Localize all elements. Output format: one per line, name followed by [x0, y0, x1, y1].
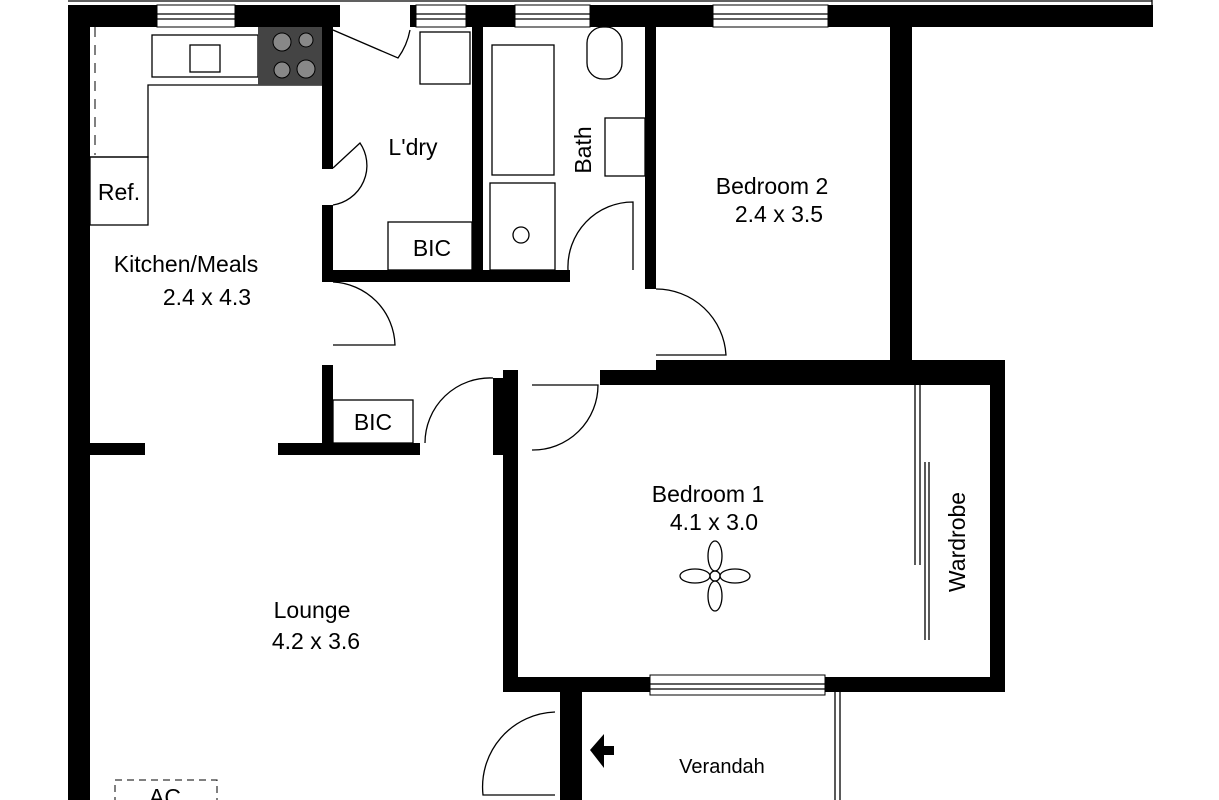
room-size-bedroom2: 2.4 x 3.5 — [735, 201, 823, 227]
ac-label: AC — [149, 784, 181, 800]
ref-label: Ref. — [98, 179, 140, 205]
laundry-tub-icon — [419, 31, 471, 85]
door-swing — [332, 29, 411, 59]
cooktop-icon — [258, 27, 322, 85]
ceiling-fan-icon — [679, 540, 751, 612]
room-name-bedroom1: Bedroom 1 — [652, 481, 765, 507]
room-name-verandah: Verandah — [679, 756, 765, 778]
door-swing — [332, 142, 368, 206]
wardrobe-label: Wardrobe — [944, 492, 970, 592]
door-swing — [481, 711, 556, 796]
room-name-bath: Bath — [570, 126, 596, 173]
door-swing — [424, 377, 494, 444]
door-swing — [655, 288, 727, 356]
ac-unit — [114, 779, 218, 800]
basin-icon — [604, 117, 646, 177]
room-name-bedroom2: Bedroom 2 — [716, 173, 829, 199]
toilet-icon — [586, 26, 623, 80]
room-name-lounge: Lounge — [274, 597, 351, 623]
wardrobe-sliding-doors — [914, 385, 930, 640]
bic-label: BIC — [354, 409, 392, 435]
bic-cupboard — [387, 221, 473, 271]
door-swing — [567, 201, 634, 271]
bic-label: BIC — [413, 235, 451, 261]
room-name-kitchen: Kitchen/Meals — [114, 251, 258, 277]
room-size-lounge: 4.2 x 3.6 — [272, 628, 360, 654]
shower-icon — [489, 182, 556, 271]
room-size-bedroom1: 4.1 x 3.0 — [670, 509, 758, 535]
walls — [68, 5, 1153, 800]
kitchen-bench — [89, 27, 322, 226]
sink-icon — [151, 34, 259, 78]
door-swing — [332, 281, 396, 346]
room-name-laundry: L'dry — [388, 134, 438, 160]
room-size-kitchen: 2.4 x 4.3 — [163, 284, 251, 310]
windows — [156, 4, 829, 696]
bathtub-icon — [491, 44, 555, 176]
door-swing — [531, 384, 599, 451]
entry-arrow-icon — [590, 734, 614, 768]
bic-cupboard — [332, 399, 414, 444]
